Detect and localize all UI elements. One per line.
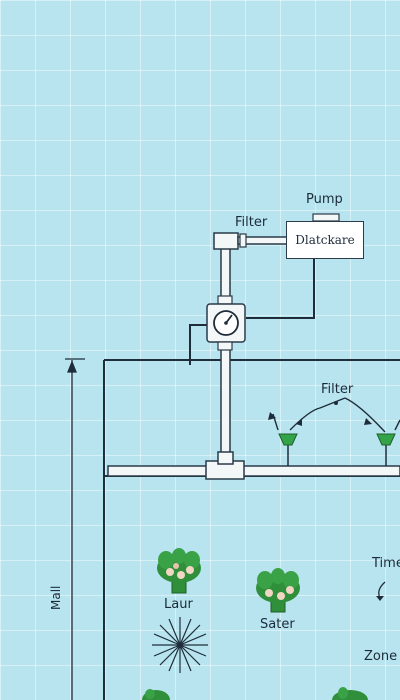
plant-1-flowerbed [157,548,201,594]
main-pipe-vertical [220,245,231,462]
frame-lines [103,258,400,700]
plant-2-label: Sater [260,617,295,632]
plant-4-partial [332,687,368,700]
dimension-axis [65,358,85,700]
spray-burst [152,617,208,673]
emitter-2 [376,433,396,466]
zone-label: Zone [364,649,398,664]
main-pipe-horizontal [107,465,400,477]
tee-junction [205,451,245,480]
spray-arrows [268,401,372,426]
timer-label: Time [372,556,400,571]
gauge-valve [206,295,246,351]
filter-label-top: Filter [235,215,268,230]
filter-fitting [213,232,289,250]
filter-label-mid: Filter [321,382,354,397]
plant-1-label: Laur [164,597,193,612]
pump-box-label: Dlatckare [295,233,355,247]
pump-label: Pump [306,192,343,207]
emitter-1 [278,433,298,466]
timer-arrow [376,581,386,601]
axis-label: Mall [49,585,63,610]
plant-2-flowerbed [256,568,300,613]
pump-bracket [312,213,340,222]
pump-box: Dlatckare [286,221,364,259]
plant-3-partial [142,689,170,700]
